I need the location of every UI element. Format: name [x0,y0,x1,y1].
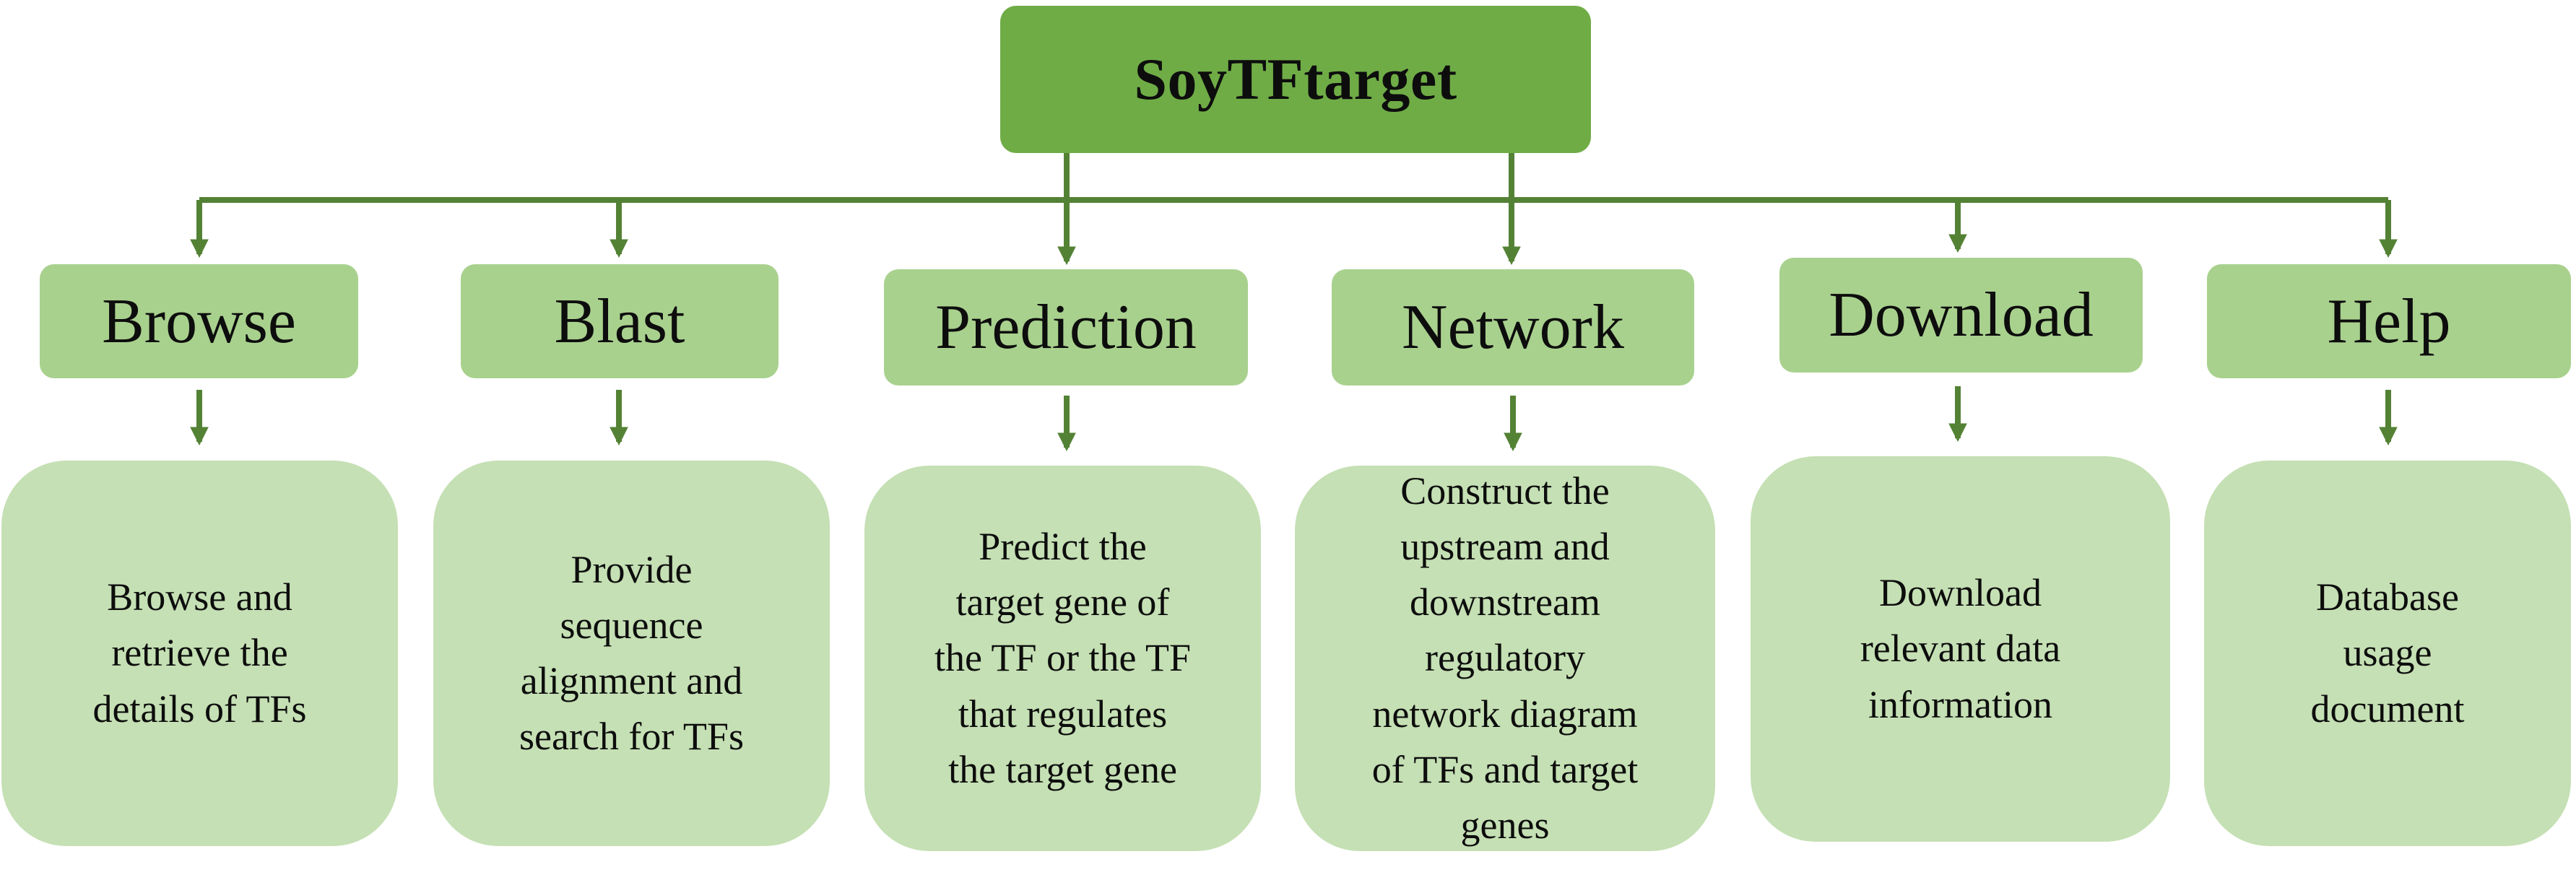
desc-blast: Provide sequence alignment and search fo… [433,461,830,846]
module-blast-label: Blast [554,286,685,357]
desc-help-text: Database usage document [2310,575,2465,731]
module-help: Help [2207,264,2571,378]
desc-help: Database usage document [2204,461,2571,846]
desc-prediction-text: Predict the target gene of the TF or the… [934,524,1191,791]
module-prediction-label: Prediction [935,292,1197,362]
module-blast: Blast [461,264,779,378]
root-title: SoyTFtarget [1134,46,1457,112]
desc-prediction: Predict the target gene of the TF or the… [864,466,1261,851]
desc-blast-text: Provide sequence alignment and search fo… [519,547,744,759]
module-help-label: Help [2327,286,2451,357]
desc-download-text: Download relevant data information [1860,571,2061,726]
module-download-label: Download [1829,280,2094,350]
desc-browse-text: Browse and retrieve the details of TFs [92,575,307,731]
desc-network-text: Construct the upstream and downstream re… [1371,469,1639,848]
root-node: SoyTFtarget [1000,6,1591,153]
desc-browse: Browse and retrieve the details of TFs [1,461,398,846]
module-prediction: Prediction [884,269,1248,385]
desc-download: Download relevant data information [1751,456,2170,842]
module-download: Download [1779,258,2143,373]
module-browse: Browse [40,264,358,378]
module-network-label: Network [1402,292,1624,362]
module-browse-label: Browse [102,286,296,357]
module-network: Network [1332,269,1694,385]
desc-network: Construct the upstream and downstream re… [1295,466,1715,851]
